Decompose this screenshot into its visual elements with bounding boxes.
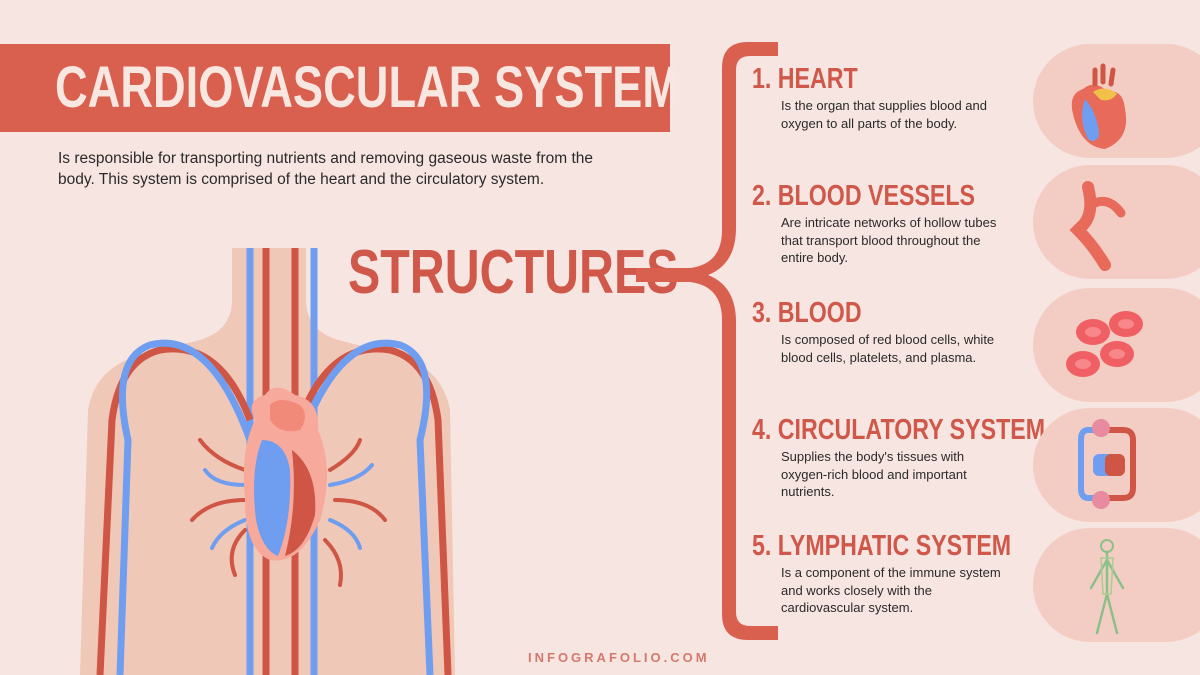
icon-pill-lymphatic-system (1033, 528, 1200, 642)
icon-pill-heart (1033, 44, 1200, 158)
heart-icon (1071, 63, 1127, 149)
item-description: Supplies the body's tissues with oxygen-… (781, 449, 967, 499)
item-description: Are intricate networks of hollow tubes t… (781, 215, 997, 265)
curly-brace (636, 42, 778, 640)
blood-cells-icon (1066, 311, 1143, 377)
blood-vessel-icon (1069, 181, 1126, 271)
item-title: LYMPHATIC SYSTEM (777, 530, 1012, 562)
arm-artery-left (96, 345, 254, 675)
arm-artery-right (296, 345, 452, 675)
icon-pill-blood (1033, 288, 1200, 402)
item-title: BLOOD (777, 297, 862, 329)
item-description: Is composed of red blood cells, white bl… (781, 332, 995, 365)
lymphatic-body-icon (1089, 539, 1125, 635)
icon-pill-circulatory-system (1033, 408, 1200, 522)
title-banner (0, 44, 670, 132)
torso-illustration (80, 248, 455, 675)
item-title: CIRCULATORY SYSTEM (777, 414, 1046, 446)
item-title: HEART (777, 63, 858, 95)
structures-label: STRUCTURES (348, 238, 679, 307)
item-description: Is a component of the immune system and … (781, 565, 1001, 615)
structure-item-circulatory-system: 4. CIRCULATORY SYSTEM Supplies the body'… (752, 414, 1118, 499)
page-title: CARDIOVASCULAR SYSTEM (55, 55, 681, 120)
item-number: 5. (752, 530, 772, 562)
item-description: Is the organ that supplies blood and oxy… (781, 98, 987, 131)
structure-item-heart: 1. HEART Is the organ that supplies bloo… (752, 63, 987, 131)
item-number: 3. (752, 297, 772, 329)
item-title: BLOOD VESSELS (777, 180, 976, 212)
item-number: 2. (752, 180, 772, 212)
arm-vein-left (116, 339, 254, 675)
item-number: 1. (752, 63, 772, 95)
item-number: 4. (752, 414, 772, 446)
icon-pill-blood-vessels (1033, 165, 1200, 279)
structure-item-blood: 3. BLOOD Is composed of red blood cells,… (752, 297, 994, 365)
structure-item-blood-vessels: 2. BLOOD VESSELS Are intricate networks … (752, 180, 1031, 265)
circulatory-loop-icon (1078, 419, 1136, 509)
heart-illustration (243, 387, 328, 561)
footer-credit: INFOGRAFOLIO.COM (528, 650, 710, 665)
arm-vein-right (296, 339, 434, 675)
structure-item-lymphatic-system: 5. LYMPHATIC SYSTEM Is a component of th… (752, 530, 1076, 615)
intro-text: Is responsible for transporting nutrient… (58, 150, 594, 188)
